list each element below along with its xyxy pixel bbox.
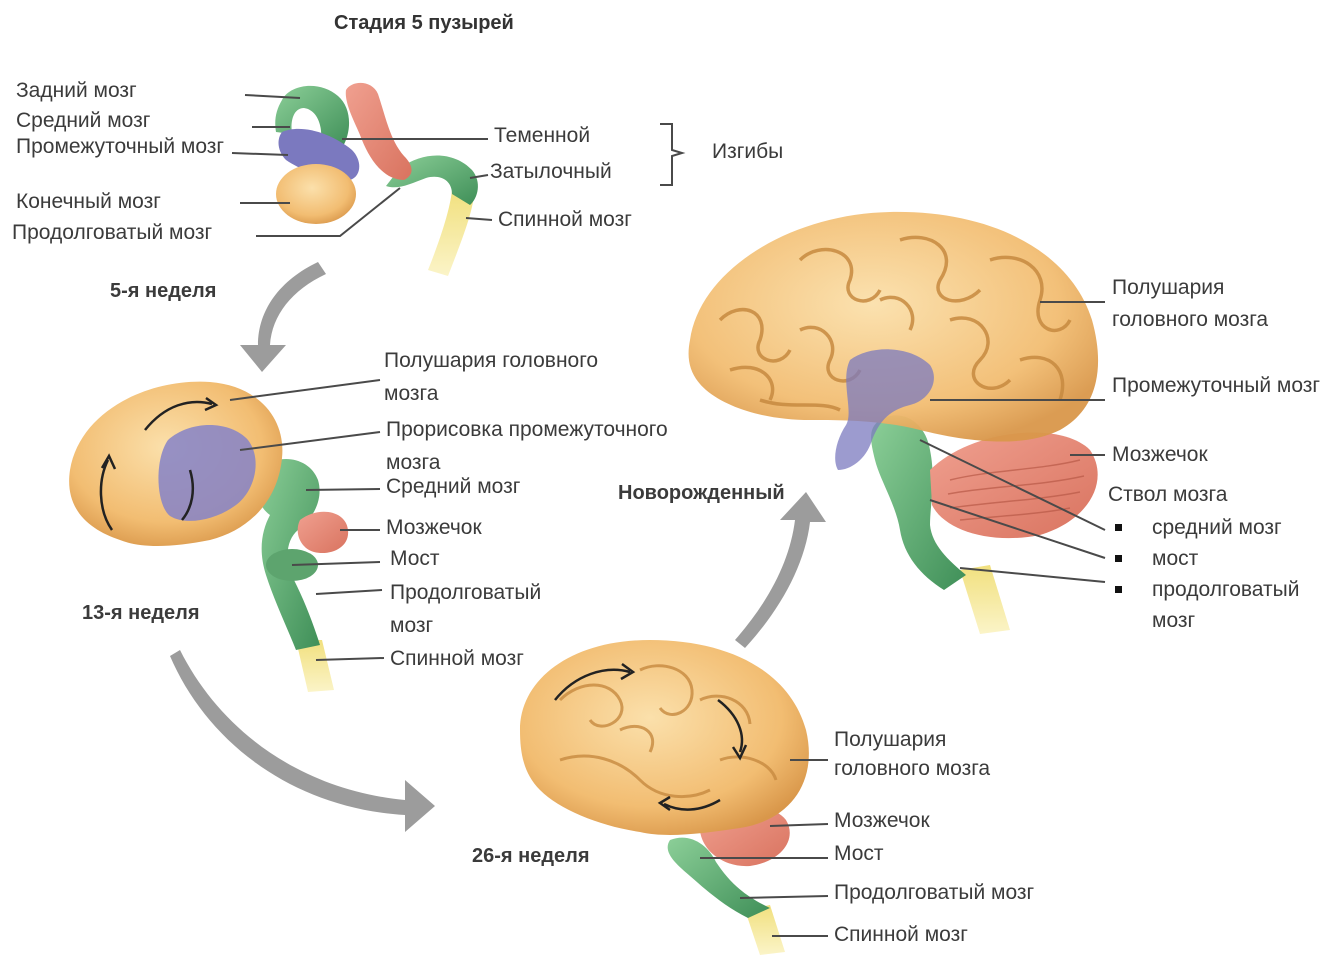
stage2-cerebellum [298, 512, 348, 553]
brainstem-part-pons: мост [1112, 543, 1332, 574]
stage1-telencephalon [276, 164, 356, 224]
label-13wk-spinal: Спинной мозг [390, 644, 524, 674]
label-13wk-hemispheres: Полушария головного мозга [384, 344, 654, 410]
label-26wk-spinal: Спинной мозг [834, 920, 968, 950]
label-13wk-cerebellum: Мозжечок [386, 513, 482, 543]
label-parietal-flexure: Теменной [494, 121, 590, 151]
label-26wk-cerebellum: Мозжечок [834, 806, 930, 836]
flexures-bracket [660, 124, 682, 185]
label-medulla: Продолговатый мозг [12, 218, 212, 248]
label-newborn-hemispheres: Полушария головного мозга [1112, 272, 1322, 336]
label-13wk-pons: Мост [390, 544, 440, 574]
label-telencephalon: Конечный мозг [16, 187, 161, 217]
arrow-26wk-to-newborn [735, 492, 826, 648]
label-occipital-flexure: Затылочный [490, 157, 612, 187]
stage1-embryo-brain [275, 83, 478, 276]
stage-label-newborn: Новорожденный [618, 482, 785, 505]
label-newborn-brainstem: Ствол мозга [1108, 480, 1227, 510]
arrow-13wk-to-26wk [170, 650, 435, 832]
label-hindbrain: Задний мозг [16, 76, 137, 106]
brainstem-part-medulla: продолговатый мозг [1112, 574, 1332, 636]
arrow-5wk-to-13wk [240, 262, 326, 372]
label-13wk-medulla: Продолговатый мозг [390, 576, 590, 642]
label-13wk-diencephalon-outline: Прорисовка промежуточного мозга [386, 413, 676, 479]
stage-label-26wk: 26-я неделя [472, 845, 590, 868]
label-flexures: Изгибы [712, 137, 783, 167]
stage-label-13wk: 13-я неделя [82, 602, 200, 625]
diagram-title: Стадия 5 пузырей [334, 12, 514, 35]
stage-label-5wk: 5-я неделя [110, 280, 216, 303]
label-newborn-diencephalon: Промежуточный мозг [1112, 370, 1322, 402]
brainstem-parts-list: средний мозг мост продолговатый мозг [1112, 512, 1332, 636]
label-13wk-midbrain: Средний мозг [386, 472, 520, 502]
stage2-fetal-brain [69, 382, 348, 692]
label-newborn-cerebellum: Мозжечок [1112, 440, 1208, 470]
label-26wk-hemispheres: Полушария головного мозга [834, 725, 1034, 783]
label-26wk-medulla: Продолговатый мозг [834, 878, 1034, 908]
stage3-fetal-brain [520, 640, 809, 955]
label-spinal-cord: Спинной мозг [498, 205, 632, 235]
brainstem-part-midbrain: средний мозг [1112, 512, 1332, 543]
label-midbrain: Средний мозг [16, 106, 150, 136]
stage4-newborn-brain [689, 212, 1099, 634]
label-diencephalon: Промежуточный мозг [16, 136, 226, 158]
stage4-spinal-cord [960, 565, 1010, 634]
label-26wk-pons: Мост [834, 839, 884, 869]
